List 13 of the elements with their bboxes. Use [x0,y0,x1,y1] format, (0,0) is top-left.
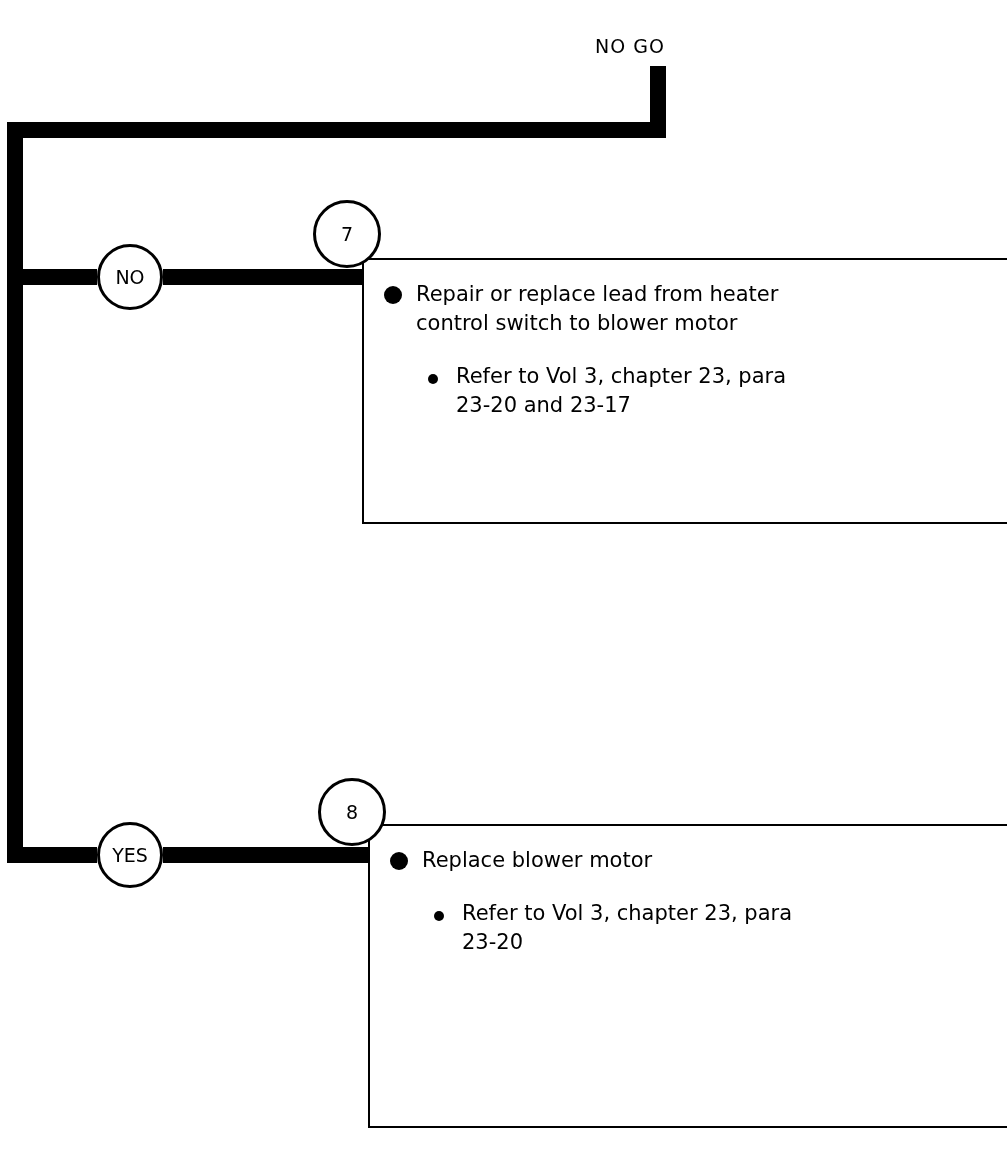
decision-circle: YES [97,822,163,888]
action-box [362,258,1007,524]
flow-line [163,269,362,285]
flow-line [163,847,368,863]
reference-text: Refer to Vol 3, chapter 23, para 23-20 [462,900,794,956]
flow-label: NO GO [560,26,700,66]
action-text: Repair or replace lead from heater control switch to blower motor [416,281,780,337]
step-number: 7 [313,200,381,268]
decision-circle: NO [97,244,163,310]
reference-text: Refer to Vol 3, chapter 23, para 23-20 and 23-17 [456,363,788,419]
action-text: Replace blower motor [422,847,654,874]
action-box [368,824,1007,1128]
step-number: 8 [318,778,386,846]
